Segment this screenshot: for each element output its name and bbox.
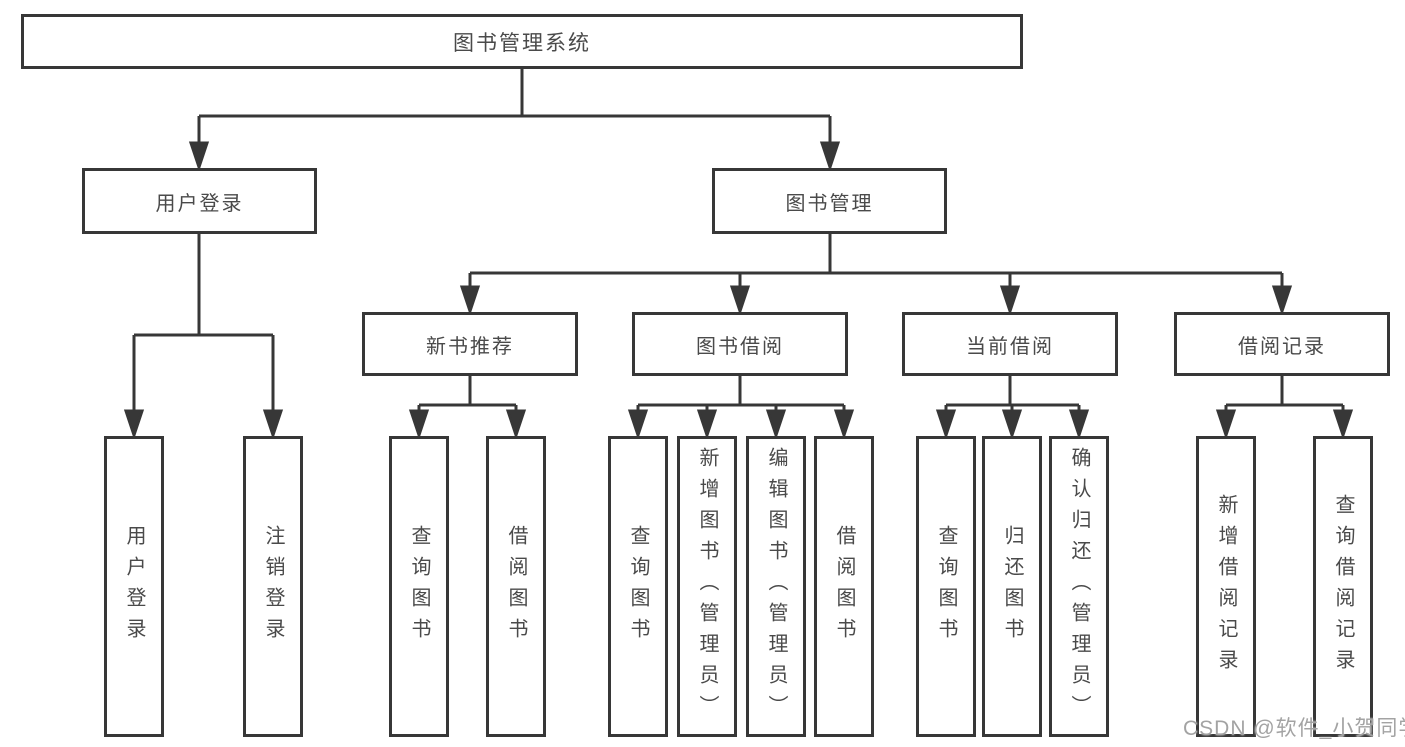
node-book-mgmt: 图书管理 <box>712 168 947 234</box>
node-current-borrow: 当前借阅 <box>902 312 1118 376</box>
node-borrow-records-label: 借阅记录 <box>1238 335 1326 358</box>
arrowhead-nb-query <box>408 409 430 440</box>
connector-borrow-records-children <box>1215 376 1354 440</box>
node-logout: 注销登录 <box>243 436 303 737</box>
arrowhead-br-add <box>1215 409 1237 440</box>
arrowhead-bb-borrow <box>833 409 855 440</box>
arrowhead-br-query <box>1332 409 1354 440</box>
node-cb-return-label: 归还图书 <box>1001 524 1023 649</box>
node-bb-edit-label: 编辑图书（管理员） <box>765 447 787 726</box>
node-bb-query-label: 查询图书 <box>627 524 649 649</box>
arrowhead-bb-add <box>696 409 718 440</box>
csdn-watermark: CSDN @软件_小贺同学 <box>1183 717 1405 740</box>
node-cb-query: 查询图书 <box>916 436 976 737</box>
node-book-mgmt-label: 图书管理 <box>785 192 874 215</box>
connector-root-to-level2 <box>188 69 841 172</box>
node-bb-borrow-label: 借阅图书 <box>833 524 855 649</box>
node-cb-query-label: 查询图书 <box>935 524 957 649</box>
node-current-borrow-label: 当前借阅 <box>966 335 1054 358</box>
node-login: 用户登录 <box>104 436 164 737</box>
arrowhead-borrow-records <box>1271 285 1293 316</box>
node-br-query-label: 查询借阅记录 <box>1332 493 1354 680</box>
node-cb-return: 归还图书 <box>982 436 1042 737</box>
node-bb-add: 新增图书（管理员） <box>677 436 737 737</box>
arrowhead-bb-query <box>627 409 649 440</box>
node-book-borrow-label: 图书借阅 <box>696 335 784 358</box>
arrowhead-cb-confirm <box>1068 409 1090 440</box>
node-bb-borrow: 借阅图书 <box>814 436 874 737</box>
node-login-label: 用户登录 <box>123 524 145 649</box>
node-nb-query-label: 查询图书 <box>408 524 430 649</box>
node-br-query: 查询借阅记录 <box>1313 436 1373 737</box>
node-bb-query: 查询图书 <box>608 436 668 737</box>
node-br-add: 新增借阅记录 <box>1196 436 1256 737</box>
node-cb-confirm-label: 确认归还（管理员） <box>1068 447 1090 726</box>
node-user-login: 用户登录 <box>82 168 317 234</box>
node-cb-confirm: 确认归还（管理员） <box>1049 436 1109 737</box>
node-nb-query: 查询图书 <box>389 436 449 737</box>
node-br-add-label: 新增借阅记录 <box>1215 493 1237 680</box>
connector-book-borrow-children <box>627 376 855 440</box>
arrowhead-book-borrow <box>729 285 751 316</box>
arrowhead-cb-query <box>935 409 957 440</box>
node-new-books: 新书推荐 <box>362 312 578 376</box>
arrowhead-logout <box>262 409 284 440</box>
arrowhead-new-books <box>459 285 481 316</box>
node-root: 图书管理系统 <box>21 14 1023 69</box>
connector-current-borrow-children <box>935 376 1090 440</box>
arrowhead-current-borrow <box>999 285 1021 316</box>
node-book-borrow: 图书借阅 <box>632 312 848 376</box>
node-logout-label: 注销登录 <box>262 524 284 649</box>
connector-user-login-children <box>123 234 284 440</box>
node-root-label: 图书管理系统 <box>453 31 591 55</box>
arrowhead-login <box>123 409 145 440</box>
arrowhead-cb-return <box>1001 409 1023 440</box>
node-user-login-label: 用户登录 <box>155 192 244 215</box>
node-nb-borrow-label: 借阅图书 <box>505 524 527 649</box>
connector-book-mgmt-children <box>459 234 1293 316</box>
node-bb-add-label: 新增图书（管理员） <box>696 447 718 726</box>
node-new-books-label: 新书推荐 <box>426 335 514 358</box>
node-bb-edit: 编辑图书（管理员） <box>746 436 806 737</box>
arrowhead-bb-edit <box>765 409 787 440</box>
arrowhead-nb-borrow <box>505 409 527 440</box>
node-nb-borrow: 借阅图书 <box>486 436 546 737</box>
arrowhead-book-mgmt <box>819 141 841 172</box>
connector-new-books-children <box>408 376 527 440</box>
arrowhead-user-login <box>188 141 210 172</box>
node-borrow-records: 借阅记录 <box>1174 312 1390 376</box>
